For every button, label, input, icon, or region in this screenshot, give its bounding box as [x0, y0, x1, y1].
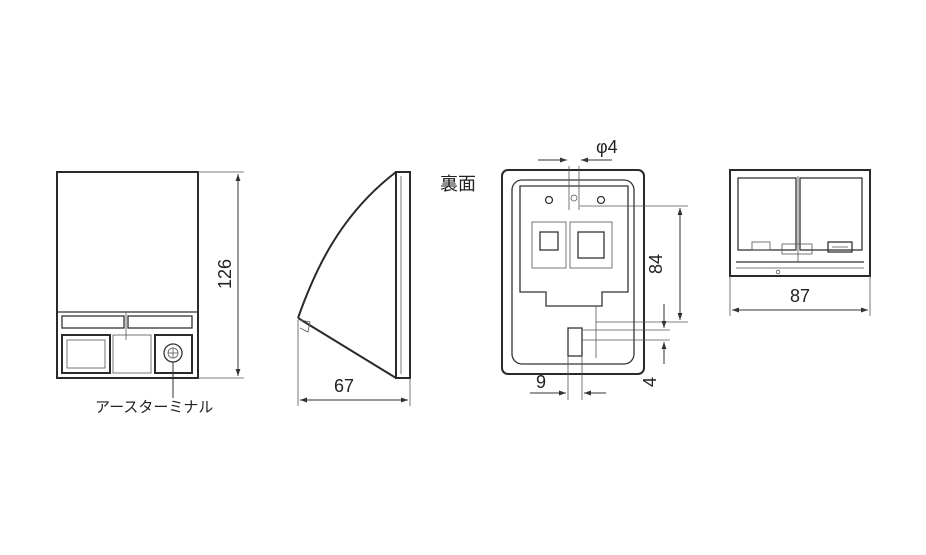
back-bottom-slot — [567, 327, 583, 357]
bottom-clip-middle — [781, 243, 813, 255]
side-view: 67 — [297, 171, 411, 406]
side-bottom-edge — [297, 317, 397, 379]
back-outer-frame — [501, 169, 645, 375]
height-label: 126 — [215, 259, 235, 289]
hole-spacing-label: 84 — [646, 254, 666, 274]
depth-label: 67 — [334, 376, 354, 396]
back-mount-hole-left-icon — [544, 195, 554, 205]
front-left-opening-inner — [66, 339, 106, 369]
offset-x-label: 9 — [536, 372, 546, 392]
front-body-outline — [56, 171, 199, 379]
side-rear-plate — [395, 171, 411, 379]
bottom-clip-left — [751, 241, 771, 251]
bottom-right-socket — [799, 177, 863, 251]
back-center-hole-icon — [570, 194, 578, 202]
back-socket-detail-left — [539, 231, 559, 251]
terminal-label: アースターミナル — [95, 399, 213, 416]
hole-diameter-label: φ4 — [596, 137, 618, 157]
offset-y-label: 4 — [640, 377, 660, 387]
front-left-opening — [61, 334, 111, 374]
side-hinge-notch — [299, 319, 311, 333]
back-view: 裏面 φ4 84 4 9 — [440, 137, 688, 400]
back-inner-frame — [511, 179, 635, 365]
back-mount-hole-right-icon — [596, 195, 606, 205]
back-socket-left — [531, 221, 567, 269]
bottom-clip-right — [827, 241, 853, 253]
back-view-title: 裏面 — [440, 174, 476, 194]
back-mounting-plate — [519, 185, 629, 307]
front-right-tab — [127, 315, 193, 329]
bottom-left-socket — [737, 177, 797, 251]
side-profile-curve — [297, 171, 397, 319]
front-left-tab — [61, 315, 125, 329]
width-label: 87 — [790, 286, 810, 306]
front-middle-cavity — [112, 334, 152, 374]
back-socket-detail-right — [577, 231, 605, 259]
back-socket-right — [569, 221, 613, 269]
bottom-outer-frame — [729, 169, 871, 277]
bottom-drain-hole-icon — [775, 269, 781, 275]
front-view: アースターミナル 126 — [56, 171, 244, 416]
bottom-view: 87 — [729, 169, 871, 316]
